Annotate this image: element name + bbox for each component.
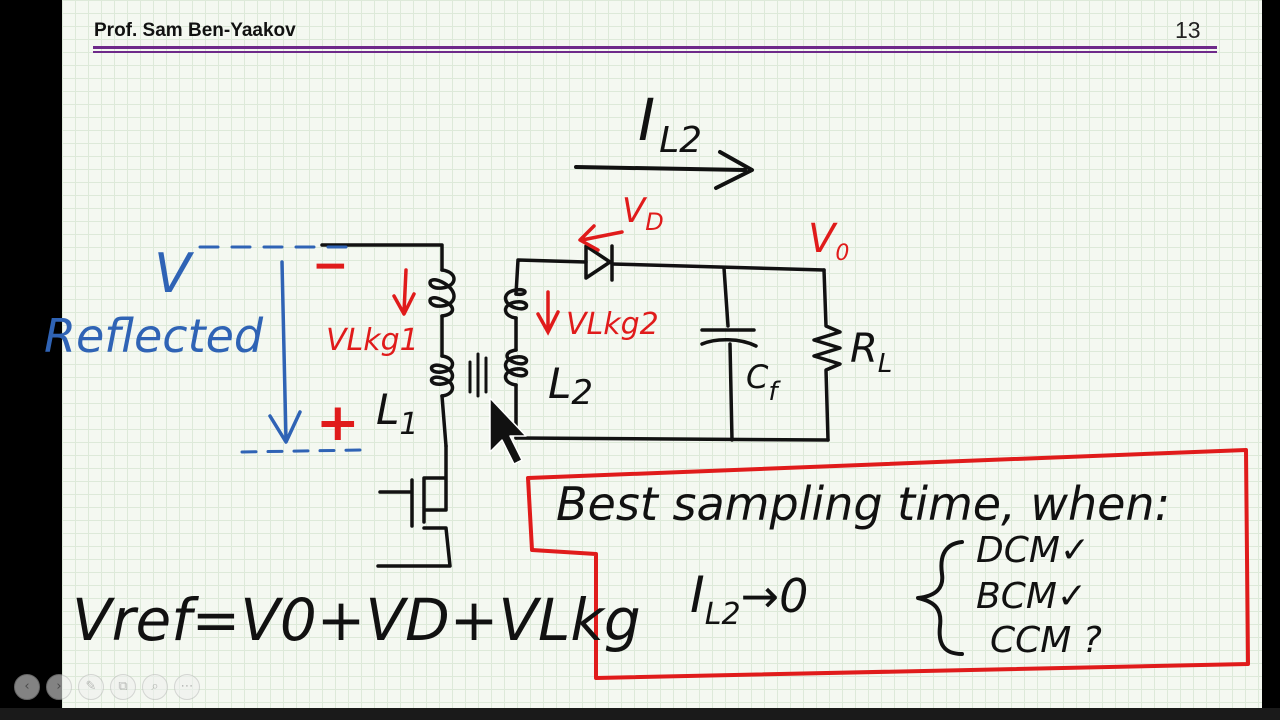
vlkg2-arrow (536, 290, 560, 336)
reflected-bottom-dash (240, 448, 362, 454)
mosfet-switch (376, 444, 452, 568)
vd-label: VD (622, 191, 664, 236)
il2-arrow (574, 150, 754, 190)
vd-arrow (578, 224, 624, 252)
reflected-arrow (268, 260, 302, 444)
box-il2-expression: IL2→0 (690, 566, 808, 632)
grid-paper (62, 0, 1262, 708)
primary-winding-l1 (429, 354, 455, 398)
author-name: Prof. Sam Ben-Yaakov (94, 20, 296, 41)
bottom-return-wire (514, 436, 830, 442)
v-left-label: V (154, 242, 195, 305)
l1-label: L1 (376, 385, 419, 442)
leakage-inductor-lkg2 (503, 287, 529, 320)
capacitor-cf (700, 266, 758, 442)
minus-sign: − (312, 240, 349, 291)
primary-lower-wire (440, 394, 448, 448)
box-title: Best sampling time, when: (556, 477, 1170, 531)
mode-bcm: BCM✓ (976, 576, 1087, 617)
mode-dcm: DCM✓ (976, 530, 1090, 571)
copy-icon[interactable]: ⧉ (110, 674, 136, 700)
rl-label: RL (850, 326, 892, 379)
mode-ccm: CCM ? (990, 620, 1102, 661)
vref-equation: Vref=V0+VD+VLkg (72, 586, 641, 654)
cursor-icon (489, 397, 527, 465)
primary-top-wire (320, 243, 444, 272)
zoom-icon[interactable]: ⌕ (142, 674, 168, 700)
more-icon[interactable]: ⋯ (174, 674, 200, 700)
plus-sign: + (316, 393, 360, 453)
curly-brace (916, 540, 964, 656)
l2-label: L2 (548, 359, 593, 413)
secondary-winding-l2 (503, 348, 529, 387)
cf-label: Cf (746, 358, 781, 407)
resistor-rl (812, 268, 842, 442)
page-number: 13 (1175, 17, 1201, 43)
bottom-taskbar (0, 708, 1280, 720)
prev-icon[interactable]: ‹ (14, 674, 40, 700)
header-rule (93, 46, 1217, 49)
slide-toolbar: ‹ › ✎ ⧉ ⌕ ⋯ (14, 674, 200, 700)
vlkg2-label: VLkg2 (566, 307, 659, 342)
vo-label: V0 (808, 216, 849, 266)
reflected-label: Reflected (44, 309, 264, 363)
next-icon[interactable]: › (46, 674, 72, 700)
vlkg1-arrow (392, 268, 416, 316)
header-rule-lower (93, 51, 1217, 53)
note-box (526, 448, 1250, 680)
leakage-inductor-lkg1 (428, 268, 456, 318)
secondary-top-left-wire (514, 258, 588, 296)
top-output-wire (610, 262, 826, 272)
vlkg1-label: VLkg1 (326, 323, 419, 358)
transformer-core (468, 352, 488, 398)
pen-icon[interactable]: ✎ (78, 674, 104, 700)
